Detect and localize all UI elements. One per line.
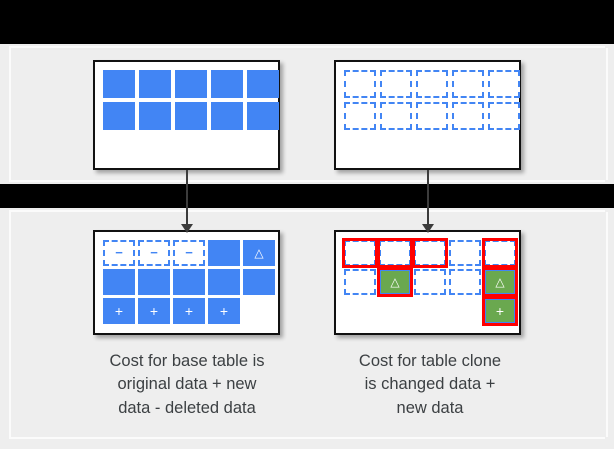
- table-cell-dashed: [416, 102, 448, 130]
- table-cell-dashed: [344, 269, 376, 295]
- table-cell-empty: [449, 298, 481, 324]
- table-cell-dashed: [488, 70, 520, 98]
- table-cell-filled: [139, 102, 171, 130]
- table-cell-filled: [138, 269, 170, 295]
- delta-icon: △: [390, 275, 400, 289]
- plus-icon: +: [184, 302, 194, 319]
- base-table-current-grid: − − − △ + + + +: [103, 240, 275, 324]
- table-cell-filled: +: [208, 298, 240, 324]
- arrow-head-icon: [422, 224, 434, 233]
- table-cell-dashed: −: [173, 240, 205, 266]
- table-cell-filled: +: [138, 298, 170, 324]
- table-cell-empty: [379, 298, 411, 324]
- table-cell-dashed: [449, 269, 481, 295]
- table-cell-filled: [175, 102, 207, 130]
- table-cell-filled: [211, 102, 243, 130]
- table-cell-filled: [208, 269, 240, 295]
- table-cell-filled: [103, 269, 135, 295]
- table-cell-green-highlighted: +: [482, 296, 518, 326]
- table-cell-dashed-highlighted: [342, 238, 378, 268]
- table-cell-filled: [139, 70, 171, 98]
- caption-table-clone: Cost for table clone is changed data + n…: [330, 350, 530, 420]
- table-cell-dashed: −: [103, 240, 135, 266]
- plus-icon: +: [495, 302, 505, 319]
- caption-base-line-3: data - deleted data: [118, 398, 256, 417]
- plus-icon: +: [114, 302, 124, 319]
- table-cell-dashed: [452, 70, 484, 98]
- slide-strip-bottom: [0, 441, 614, 449]
- caption-clone-line-2: is changed data +: [364, 375, 496, 394]
- panel-rail-left-2: [9, 212, 11, 437]
- base-table-original-card: [93, 60, 280, 170]
- panel-rail-left: [9, 48, 11, 180]
- table-clone-current-card: △ △ +: [334, 230, 521, 335]
- table-cell-filled: [173, 269, 205, 295]
- arrow-head-icon: [181, 224, 193, 233]
- table-cell-dashed: [449, 240, 481, 266]
- plus-icon: +: [219, 302, 229, 319]
- minus-icon: −: [185, 244, 193, 260]
- caption-base-line-1: Cost for base table is: [109, 352, 265, 370]
- table-cell-filled: [243, 269, 275, 295]
- table-cell-filled: △: [243, 240, 275, 266]
- table-cell-filled: [103, 70, 135, 98]
- panel-rail-top: [9, 46, 605, 48]
- delta-icon: △: [254, 246, 264, 260]
- delta-icon: △: [495, 275, 505, 289]
- table-clone-original-card: [334, 60, 521, 170]
- panel-rail-right-2: [606, 212, 608, 437]
- table-cell-dashed: [380, 102, 412, 130]
- table-cell-dashed-highlighted: [377, 238, 413, 268]
- plus-icon: +: [149, 302, 159, 319]
- table-cell-dashed: [344, 70, 376, 98]
- table-cell-dashed: [414, 269, 446, 295]
- table-cell-dashed: [380, 70, 412, 98]
- table-cell-filled: [247, 70, 279, 98]
- caption-clone-line-3: new data: [396, 398, 464, 417]
- panel-rail-bottom: [9, 180, 605, 182]
- table-cell-filled: +: [103, 298, 135, 324]
- table-cell-empty: [344, 298, 376, 324]
- arrow-base-table: [181, 170, 193, 233]
- table-cell-dashed-highlighted: [412, 238, 448, 268]
- table-cell-green-highlighted: △: [482, 267, 518, 297]
- panel-rail-bottom-2: [9, 437, 605, 439]
- table-cell-dashed: [416, 70, 448, 98]
- table-cell-dashed-highlighted: [482, 238, 518, 268]
- caption-base-table: Cost for base table is original data + n…: [73, 350, 301, 420]
- table-cell-empty: [414, 298, 446, 324]
- caption-base-line-2: original data + new: [117, 375, 257, 394]
- panel-rail-top-2: [9, 210, 605, 212]
- table-cell-empty: [243, 298, 275, 324]
- minus-icon: −: [115, 244, 123, 260]
- table-cell-dashed: [344, 102, 376, 130]
- table-cell-dashed: −: [138, 240, 170, 266]
- table-cell-filled: [175, 70, 207, 98]
- base-table-original-grid: [103, 70, 279, 130]
- table-cell-green-highlighted: △: [377, 267, 413, 297]
- minus-icon: −: [150, 244, 158, 260]
- table-cell-filled: +: [173, 298, 205, 324]
- table-cell-filled: [208, 240, 240, 266]
- table-clone-original-grid: [344, 70, 520, 130]
- table-cell-filled: [103, 102, 135, 130]
- table-cell-filled: [211, 70, 243, 98]
- panel-rail-right: [606, 48, 608, 180]
- table-cell-dashed: [452, 102, 484, 130]
- table-clone-current-grid: △ △ +: [342, 238, 518, 326]
- caption-clone-line-1: Cost for table clone: [358, 352, 502, 370]
- arrow-clone-table: [422, 170, 434, 233]
- table-cell-dashed: [488, 102, 520, 130]
- base-table-current-card: − − − △ + + + +: [93, 230, 280, 335]
- table-cell-filled: [247, 102, 279, 130]
